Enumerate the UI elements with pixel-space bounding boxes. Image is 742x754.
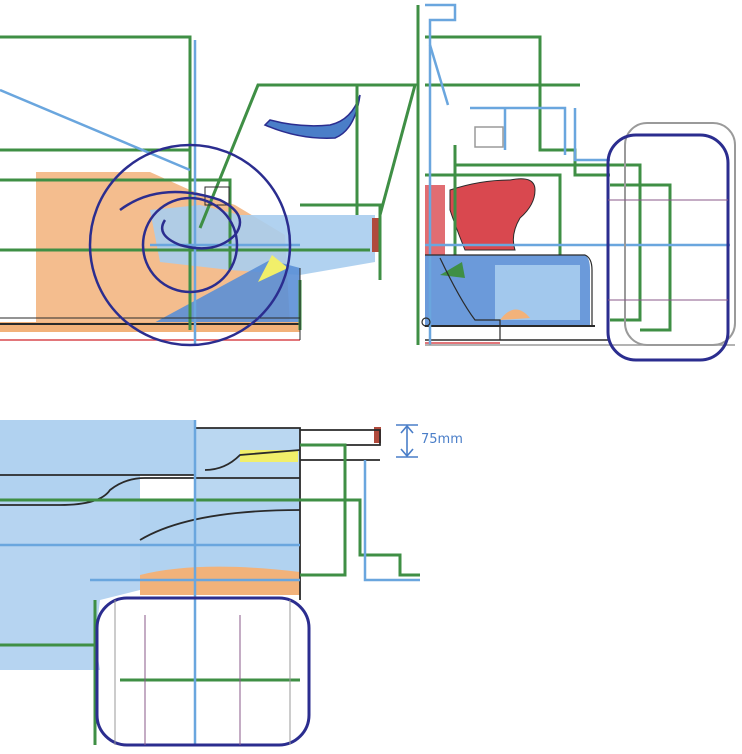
front-green-frame: [425, 35, 610, 177]
side-green-airbox: [198, 83, 417, 229]
front-blue-diagonal: [428, 44, 450, 106]
plan-green-nose: [300, 443, 347, 577]
side-yellow-detail: [258, 255, 288, 282]
plan-green-lower: [0, 600, 97, 745]
side-red-endplate: [372, 218, 379, 252]
side-view: [0, 35, 417, 347]
side-wheel-outer: [88, 143, 292, 347]
front-tyre-shadow: [624, 122, 736, 346]
side-green-frame-top: [0, 35, 192, 330]
front-grey-box: [474, 126, 504, 148]
side-swoosh: [263, 94, 361, 139]
front-view: [416, 3, 736, 362]
front-blue-top: [425, 3, 457, 345]
front-wing-outline: [439, 257, 501, 340]
plan-red-endplate: [374, 427, 381, 443]
plan-outline-nose: [204, 449, 301, 471]
front-green-wheel-frame: [610, 183, 672, 332]
plan-tyre: [95, 596, 311, 747]
plan-blue-right: [363, 460, 420, 582]
front-blue-inner: [470, 106, 567, 155]
front-bolt-icon: [421, 317, 431, 327]
dimension-label: 75mm: [421, 432, 463, 447]
plan-outline-curve: [0, 477, 300, 506]
plan-blue-lower: [0, 500, 140, 670]
dimension-marker: 75mm: [396, 424, 463, 458]
plan-tyre-grey-lines: [114, 600, 291, 745]
front-green-triangle: [440, 262, 465, 278]
plan-blue-nose: [195, 428, 300, 500]
side-wheel-inner: [141, 196, 239, 294]
front-light-blue-panel: [495, 265, 580, 320]
side-outline-chassis: [0, 268, 301, 340]
side-floor-strip: [0, 322, 300, 332]
side-upper-blue-panel: [150, 205, 375, 275]
plan-outline-inner: [139, 509, 301, 541]
front-tyre-purple-lines: [608, 199, 728, 301]
dimension-arrow-up-icon: [400, 424, 414, 434]
side-blue-diagonal: [0, 88, 191, 172]
dimension-arrow-down-icon: [400, 448, 414, 458]
plan-green-main: [0, 498, 420, 577]
front-green-inner: [425, 83, 580, 255]
side-wheel-scroll: [119, 190, 242, 250]
front-tyre: [606, 133, 730, 362]
plan-view: [0, 420, 420, 747]
plan-tyre-purple-lines: [144, 615, 241, 745]
front-red-shape: [449, 178, 536, 251]
side-green-right: [300, 85, 382, 280]
front-orange-detail: [500, 309, 530, 320]
front-body-outline: [425, 254, 593, 326]
front-blue-right: [573, 108, 610, 162]
